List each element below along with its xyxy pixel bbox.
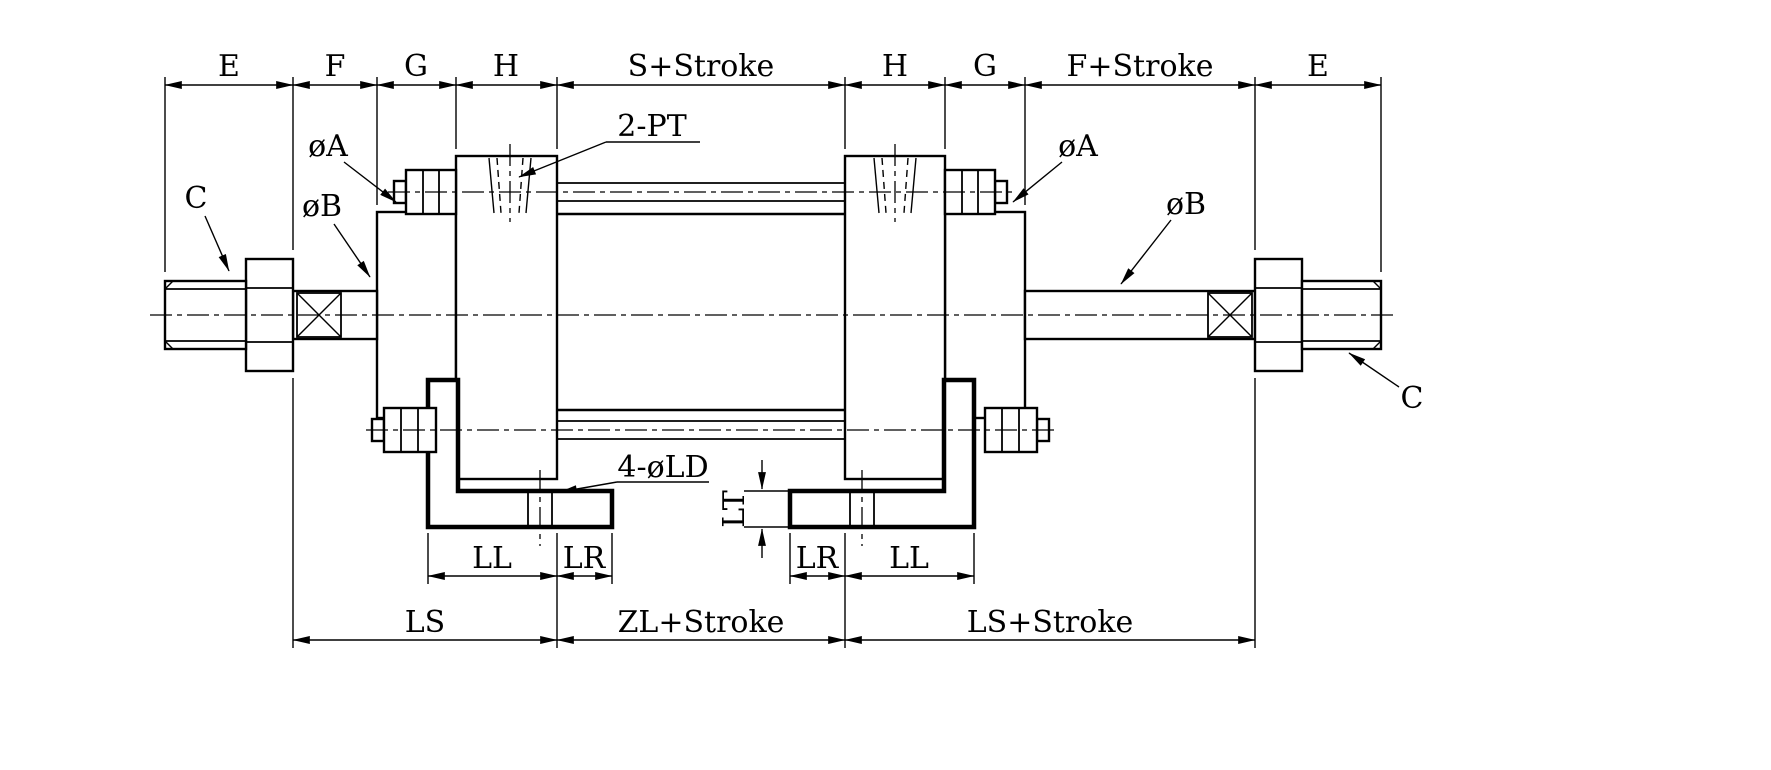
dim-label-e-right: E	[1307, 49, 1329, 84]
centerlines	[150, 144, 1396, 546]
left-end-cap	[454, 154, 559, 481]
callout-dia-a-left: øA	[308, 129, 348, 164]
dim-label-e-left: E	[218, 49, 240, 84]
callout-c-left: C	[185, 181, 208, 216]
labels: E F G H S+Stroke H G F+Stroke E 2-PT øA …	[185, 49, 1424, 640]
dim-label-s-stroke: S+Stroke	[628, 49, 775, 84]
dia-a-right-leader	[1012, 161, 1063, 203]
left-foot-bracket	[425, 377, 615, 530]
foot-brackets	[425, 377, 977, 530]
dim-label-ll-right: LL	[889, 541, 929, 576]
dim-label-ls: LS	[405, 605, 445, 640]
dim-label-ll-left: LL	[472, 541, 512, 576]
callout-dia-b-left: øB	[302, 189, 342, 224]
dimension-lines	[164, 81, 1382, 644]
dia-b-right-leader	[1120, 219, 1172, 285]
right-port	[873, 157, 917, 214]
dim-label-f-stroke: F+Stroke	[1067, 49, 1214, 84]
callout-port: 2-PT	[617, 109, 686, 144]
dim-label-lr-right: LR	[796, 541, 840, 576]
callout-dia-a-right: øA	[1058, 129, 1098, 164]
callout-foot-hole: 4-øLD	[617, 450, 708, 485]
dim-label-h-left: H	[493, 49, 519, 84]
c-right-leader	[1348, 352, 1400, 388]
dim-label-g-left: G	[404, 49, 428, 84]
foot-hole-leader	[559, 481, 618, 493]
c-left-leader	[204, 215, 230, 272]
dim-label-lr-left: LR	[563, 541, 607, 576]
dim-label-g-right: G	[973, 49, 997, 84]
leader-lines	[204, 141, 1400, 493]
dia-b-left-leader	[333, 223, 371, 278]
dim-label-h-right: H	[882, 49, 908, 84]
dia-a-left-leader	[343, 161, 397, 203]
dim-label-lt: LT	[717, 490, 752, 528]
dim-label-f-left: F	[325, 49, 346, 84]
callout-dia-b-right: øB	[1166, 187, 1206, 222]
dim-label-ls-stroke: LS+Stroke	[967, 605, 1134, 640]
callout-c-right: C	[1401, 381, 1424, 416]
port-leader	[518, 141, 607, 178]
dim-label-zl-stroke: ZL+Stroke	[618, 605, 785, 640]
